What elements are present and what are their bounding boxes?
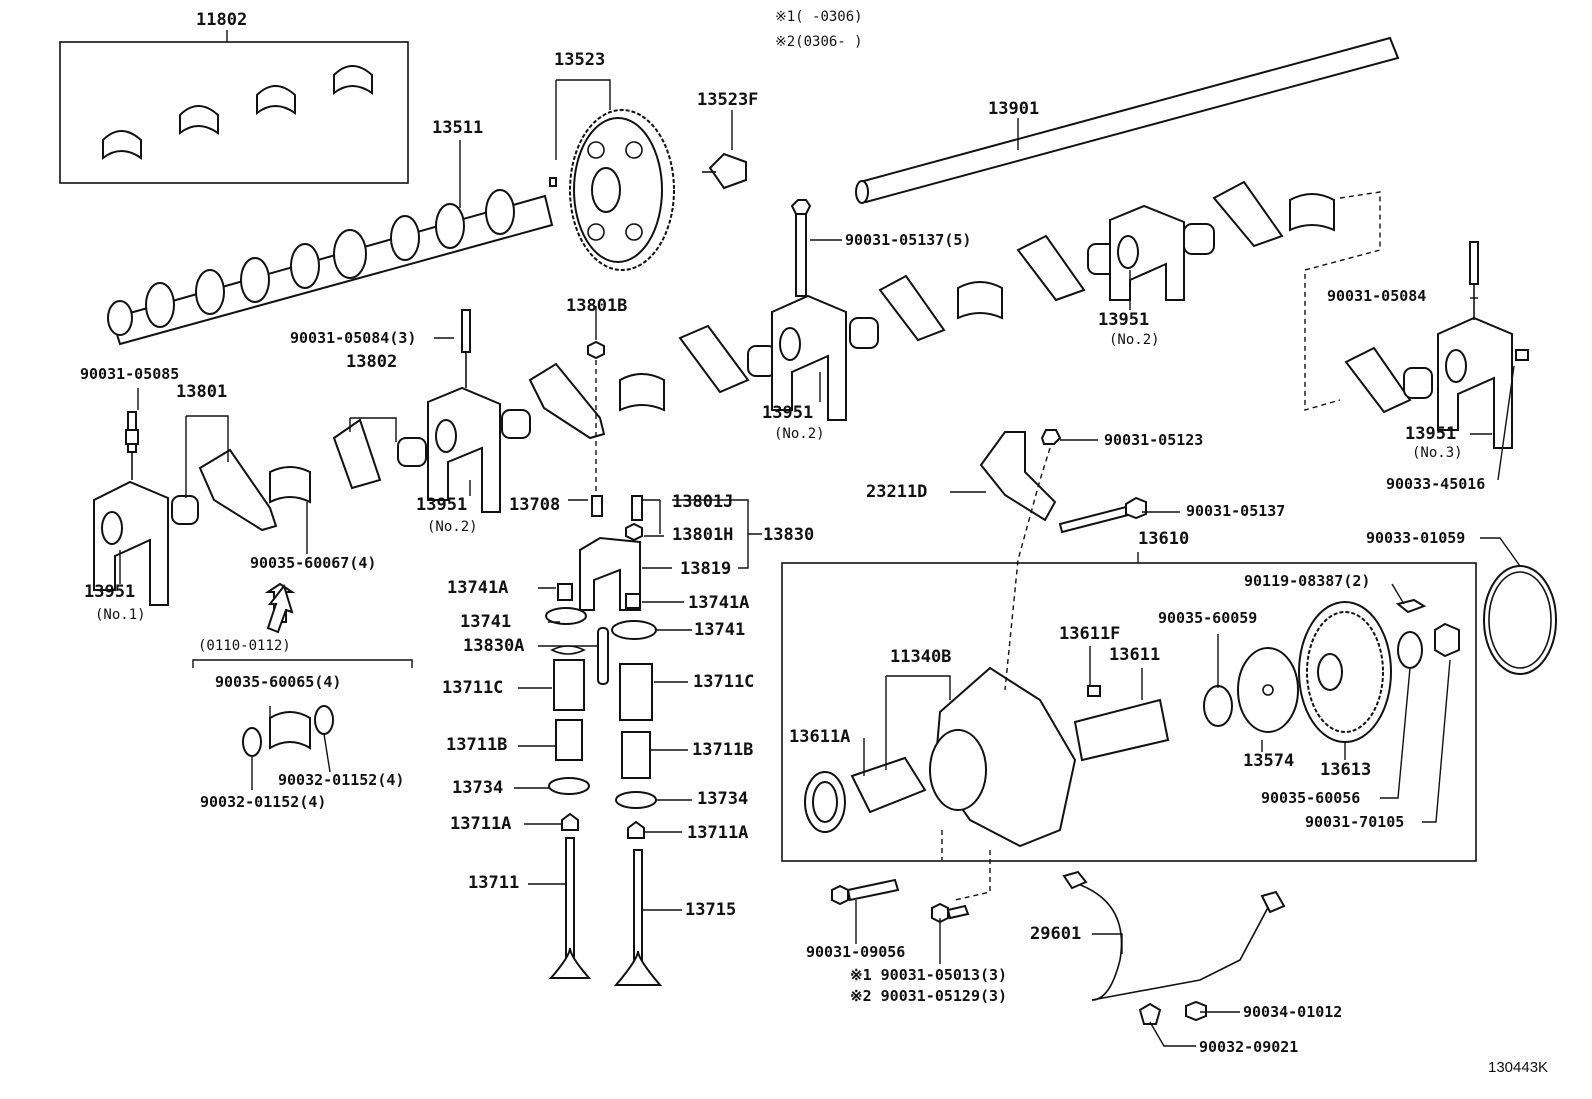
label-13613[interactable]: 13613 <box>1320 760 1372 780</box>
up-arrow-icon <box>266 583 294 634</box>
label-13711C-left[interactable]: 13711C <box>442 678 504 698</box>
label-90031-05084[interactable]: 90031-05084 <box>1327 287 1427 305</box>
label-13801J[interactable]: 13801J <box>672 492 734 512</box>
label-13711[interactable]: 13711 <box>468 873 520 893</box>
note-no2-a: (No.2) <box>427 519 478 535</box>
label-13830[interactable]: 13830 <box>763 525 815 545</box>
pipe-29601[interactable] <box>1062 870 1286 1025</box>
label-90032-01152-4-right[interactable]: 90032-01152(4) <box>278 771 405 789</box>
label-13711C-right[interactable]: 13711C <box>693 672 755 692</box>
o-ring-90033-01059[interactable] <box>1483 565 1557 675</box>
label-90031-70105[interactable]: 90031-70105 <box>1305 813 1405 831</box>
label-13611A[interactable]: 13611A <box>789 727 851 747</box>
label-90033-45016[interactable]: 90033-45016 <box>1386 475 1486 493</box>
label-90031-05129-3[interactable]: ※2 90031-05129(3) <box>850 987 1008 1005</box>
label-13523[interactable]: 13523 <box>554 50 606 70</box>
label-13901[interactable]: 13901 <box>988 99 1040 119</box>
rocker-shaft-13901[interactable] <box>855 36 1400 204</box>
label-13610[interactable]: 13610 <box>1138 529 1190 549</box>
label-13951-no3[interactable]: 13951 <box>1405 424 1457 444</box>
label-90119-08387-2[interactable]: 90119-08387(2) <box>1244 572 1371 590</box>
camshaft-13511[interactable] <box>107 140 554 346</box>
note-no3: (No.3) <box>1412 445 1463 461</box>
label-13801[interactable]: 13801 <box>176 382 228 402</box>
label-13951-no2-b[interactable]: 13951 <box>762 403 814 423</box>
bracket-23211D[interactable] <box>979 429 1147 691</box>
date-note-2: ※2(0306- ) <box>775 34 863 50</box>
label-13523F[interactable]: 13523F <box>697 90 759 110</box>
label-13511[interactable]: 13511 <box>432 118 484 138</box>
label-13715[interactable]: 13715 <box>685 900 737 920</box>
label-29601[interactable]: 29601 <box>1030 924 1082 944</box>
pump-assembly-13610[interactable] <box>781 552 1477 862</box>
date-note-1: ※1( -0306) <box>775 9 863 25</box>
label-11340B[interactable]: 11340B <box>890 647 952 667</box>
label-90031-05137[interactable]: 90031-05137 <box>1186 502 1286 520</box>
label-90031-05013-3[interactable]: ※1 90031-05013(3) <box>850 966 1008 984</box>
label-13734-right[interactable]: 13734 <box>697 789 749 809</box>
label-13801B[interactable]: 13801B <box>566 296 628 316</box>
label-90033-01059[interactable]: 90033-01059 <box>1366 529 1466 547</box>
label-13951-no1[interactable]: 13951 <box>84 582 136 602</box>
bottom-bolts[interactable] <box>831 830 991 924</box>
bearing-kit-11802[interactable] <box>59 30 409 184</box>
label-13708[interactable]: 13708 <box>509 495 561 515</box>
label-13830A[interactable]: 13830A <box>463 636 525 656</box>
label-13741-left[interactable]: 13741 <box>460 612 512 632</box>
rocker-assembly[interactable] <box>93 180 1529 606</box>
label-13741A-right[interactable]: 13741A <box>688 593 750 613</box>
label-13741A-left[interactable]: 13741A <box>447 578 509 598</box>
label-13741-right[interactable]: 13741 <box>694 620 746 640</box>
label-90034-01012[interactable]: 90034-01012 <box>1243 1003 1343 1021</box>
leader-lines <box>119 239 1521 1047</box>
label-13819[interactable]: 13819 <box>680 559 732 579</box>
label-13734-left[interactable]: 13734 <box>452 778 504 798</box>
label-90031-05085[interactable]: 90031-05085 <box>80 365 180 383</box>
label-13711B-left[interactable]: 13711B <box>446 735 508 755</box>
bolts[interactable] <box>125 199 1479 542</box>
note-no1: (No.1) <box>95 607 146 623</box>
note-no2-b: (No.2) <box>774 426 825 442</box>
label-13951-no2-c[interactable]: 13951 <box>1098 310 1150 330</box>
cam-gear-13523[interactable] <box>549 79 675 271</box>
label-13574[interactable]: 13574 <box>1243 751 1295 771</box>
label-13711A-left[interactable]: 13711A <box>450 814 512 834</box>
label-90031-05123[interactable]: 90031-05123 <box>1104 431 1204 449</box>
valve-assembly[interactable] <box>545 536 663 986</box>
bolt-13523F[interactable] <box>702 110 747 190</box>
label-90035-60059[interactable]: 90035-60059 <box>1158 609 1258 627</box>
label-13611F[interactable]: 13611F <box>1059 624 1121 644</box>
label-90031-05084-3[interactable]: 90031-05084(3) <box>290 329 417 347</box>
label-90032-01152-4-left[interactable]: 90032-01152(4) <box>200 793 327 811</box>
note-no2-c: (No.2) <box>1109 332 1160 348</box>
label-13951-no2-a[interactable]: 13951 <box>416 495 468 515</box>
label-90032-09021[interactable]: 90032-09021 <box>1199 1038 1299 1056</box>
label-90035-60067-4[interactable]: 90035-60067(4) <box>250 554 377 572</box>
label-90035-60065-4[interactable]: 90035-60065(4) <box>215 673 342 691</box>
label-11802[interactable]: 11802 <box>196 10 248 30</box>
label-90031-09056[interactable]: 90031-09056 <box>806 943 906 961</box>
label-13802[interactable]: 13802 <box>346 352 398 372</box>
label-13611[interactable]: 13611 <box>1109 645 1161 665</box>
label-90035-60056[interactable]: 90035-60056 <box>1261 789 1361 807</box>
figure-code: 130443K <box>1488 1059 1549 1076</box>
label-90031-05137-5[interactable]: 90031-05137(5) <box>845 231 972 249</box>
alt-bushing-group[interactable] <box>192 582 413 757</box>
label-23211D[interactable]: 23211D <box>866 482 928 502</box>
label-13801H[interactable]: 13801H <box>672 525 734 545</box>
label-13711B-right[interactable]: 13711B <box>692 740 754 760</box>
label-0110-0112: (0110-0112) <box>198 638 291 654</box>
label-13711A-right[interactable]: 13711A <box>687 823 749 843</box>
